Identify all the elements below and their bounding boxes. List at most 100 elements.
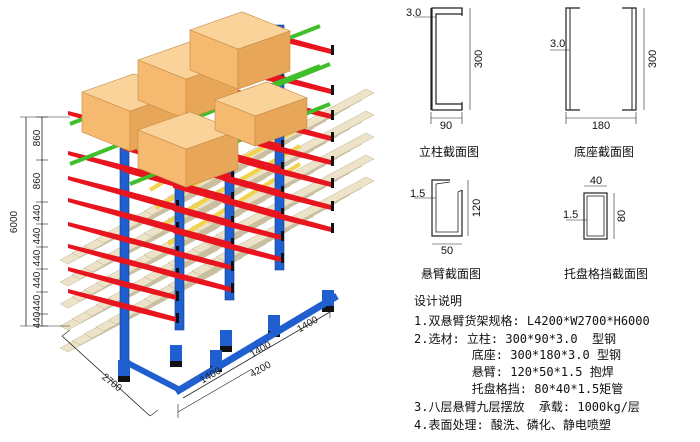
arm-right <box>179 273 231 292</box>
base-foot-pad <box>170 361 182 367</box>
arm-left <box>68 289 124 309</box>
arm-left <box>123 168 179 188</box>
base-foot <box>210 350 222 366</box>
arm-end-stop <box>331 45 334 55</box>
arm-height: 120 <box>471 199 483 217</box>
base-height: 300 <box>647 50 659 68</box>
level-spacing-label: 860 <box>32 129 43 146</box>
stop-height: 80 <box>616 210 628 222</box>
arm-end-stop <box>231 283 234 293</box>
base-foot-pad <box>118 376 130 382</box>
note-line-2: 2.选材: 立柱: 300*90*3.0 型钢 <box>414 331 616 346</box>
arm-left <box>68 267 124 287</box>
note-line-3: 底座: 300*180*3.0 型钢 <box>414 347 621 362</box>
design-notes: 设计说明 1.双悬臂货架规格: L4200*W2700*H6000 2.选材: … <box>414 293 650 432</box>
level-spacing-label: 440 <box>32 271 43 288</box>
level-spacing-label: 860 <box>32 172 43 189</box>
level-spacing-label: 440 <box>32 311 43 328</box>
base-beam <box>120 357 182 393</box>
arm-left <box>68 244 124 264</box>
arm-end-stop <box>331 156 334 166</box>
arm-end-stop <box>331 110 334 120</box>
arm-left <box>223 199 279 219</box>
length-dimensions: 1400 1400 1400 4200 <box>177 305 331 418</box>
level-spacing-label: 440 <box>32 227 43 244</box>
box-side <box>254 97 308 147</box>
base-foot-pad <box>322 306 334 312</box>
arm-left <box>68 198 124 218</box>
total-length-label: 4200 <box>248 359 273 380</box>
arm-end-stop <box>231 170 234 180</box>
note-line-1: 1.双悬臂货架规格: L4200*W2700*H6000 <box>414 313 650 328</box>
arm-end-stop <box>331 178 334 188</box>
arm-end-stop <box>331 201 334 211</box>
note-line-6: 3.八层悬臂九层摆放 承载: 1000kg/层 <box>414 399 640 414</box>
arm-end-stop <box>231 261 234 271</box>
arm-end-stop <box>331 85 334 95</box>
arm-right <box>179 251 231 270</box>
stop-thickness: 1.5 <box>563 209 578 221</box>
upright-caption: 立柱截面图 <box>419 144 479 159</box>
level-spacing-label: 440 <box>32 249 43 266</box>
base-beam <box>174 292 339 396</box>
arm-end-stop <box>281 162 284 172</box>
base-thickness: 3.0 <box>550 38 565 50</box>
arm-end-stop <box>176 313 179 323</box>
base-caption: 底座截面图 <box>574 144 634 159</box>
level-spacing-label: 440 <box>32 204 43 221</box>
stop-section: 1.5 40 80 托盘格挡截面图 <box>563 175 648 281</box>
arm-end-stop <box>231 216 234 226</box>
arm-width: 50 <box>441 245 453 257</box>
arm-end-stop <box>281 231 284 241</box>
notes-title: 设计说明 <box>414 293 462 308</box>
bay-2-label: 1400 <box>248 339 273 360</box>
arm-end-stop <box>281 186 284 196</box>
total-height-label: 6000 <box>9 210 20 233</box>
arm-left <box>68 176 124 196</box>
arm-right <box>279 168 331 187</box>
cargo-boxes <box>81 11 308 188</box>
arm-left <box>173 207 229 227</box>
arm-left <box>173 229 229 249</box>
arm-left <box>68 222 124 242</box>
arm-end-stop <box>331 223 334 233</box>
note-line-4: 悬臂: 120*50*1.5 抱焊 <box>414 364 614 379</box>
base-foot <box>268 315 280 331</box>
arm-end-stop <box>281 208 284 218</box>
cantilever-rack-illustration <box>59 11 375 396</box>
arm-left <box>123 259 179 279</box>
arm-end-stop <box>176 200 179 210</box>
arm-end-stop <box>281 253 284 263</box>
arm-right <box>279 146 331 165</box>
arm-left <box>123 237 179 257</box>
arm-end-stop <box>231 238 234 248</box>
arm-end-stop <box>331 132 334 142</box>
note-line-5: 托盘格挡: 80*40*1.5矩管 <box>414 381 623 396</box>
arm-section: 1.5 120 50 悬臂截面图 <box>410 179 483 281</box>
arm-right <box>279 191 331 210</box>
base-foot <box>220 330 232 346</box>
arm-left <box>173 184 229 204</box>
arm-end-stop <box>281 140 284 150</box>
arm-end-stop <box>231 192 234 202</box>
arm-left <box>123 192 179 212</box>
arm-right <box>229 221 281 240</box>
base-width: 180 <box>592 120 610 132</box>
arm-right <box>279 35 331 54</box>
upright-height: 300 <box>473 50 485 68</box>
box-side <box>237 30 291 90</box>
base-foot-pad <box>220 346 232 352</box>
arm-end-stop <box>176 222 179 232</box>
arm-right <box>124 281 176 300</box>
upright-width: 90 <box>440 120 452 132</box>
arm-left <box>223 177 279 197</box>
arm-right <box>124 303 176 322</box>
arm-caption: 悬臂截面图 <box>421 267 481 281</box>
upright-thickness: 3.0 <box>406 7 421 19</box>
arm-left <box>123 214 179 234</box>
arm-right <box>279 213 331 232</box>
box-side <box>185 130 239 188</box>
note-line-7: 4.表面处理: 酸洗、磷化、静电喷塑 <box>414 417 611 432</box>
